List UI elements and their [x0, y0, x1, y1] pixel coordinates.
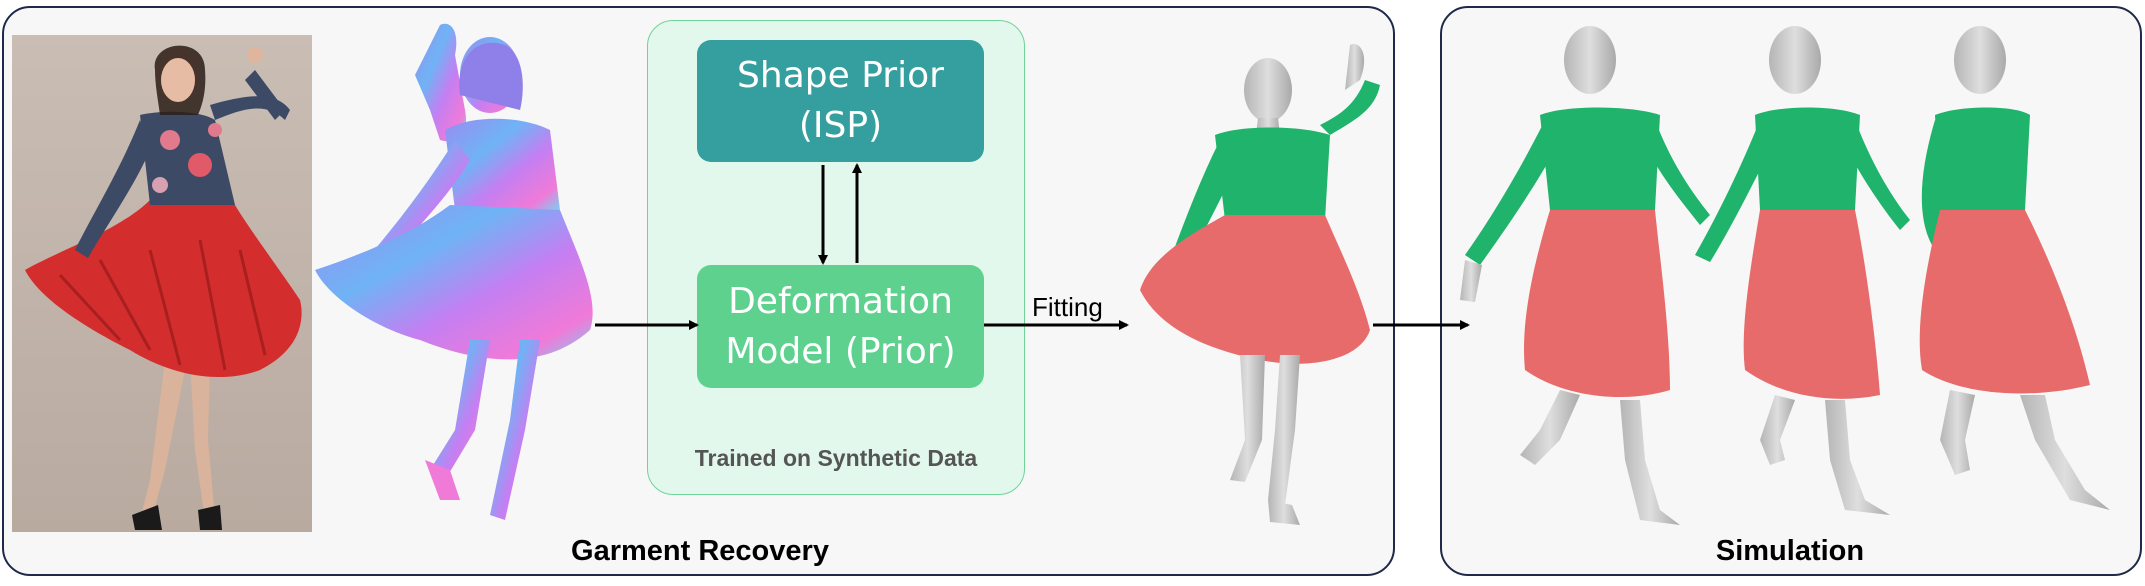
- simulation-title: Simulation: [1715, 535, 1865, 567]
- shape-prior-label-line2: (ISP): [798, 105, 883, 146]
- shape-prior-label-line1: Shape Prior: [737, 55, 944, 96]
- prior-group-caption: Trained on Synthetic Data: [694, 445, 978, 471]
- simulation-panel: [1440, 6, 2142, 576]
- deformation-label-line1: Deformation: [728, 280, 953, 322]
- shape-prior-block: Shape Prior (ISP): [697, 40, 984, 162]
- deformation-label-line2: Model (Prior): [725, 330, 956, 372]
- fitting-label: Fitting: [1032, 292, 1103, 322]
- garment-recovery-title: Garment Recovery: [571, 535, 829, 567]
- deformation-model-block: Deformation Model (Prior): [697, 265, 984, 388]
